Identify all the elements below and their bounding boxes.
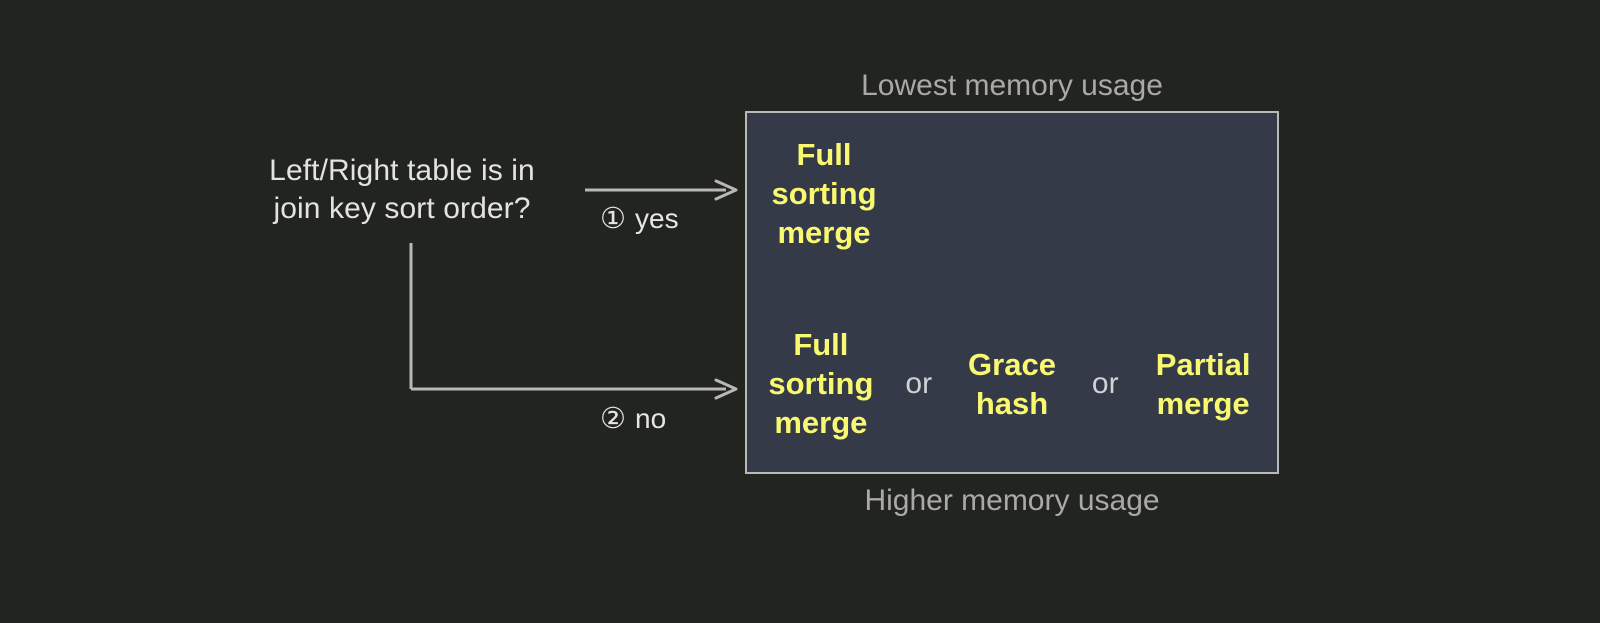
option-partial-merge: Partial merge [1155,346,1251,421]
conjunction-or-1: or [905,366,933,400]
branch-marker-1: ① [600,203,626,235]
option-full-sorting-merge: Full sorting merge [768,327,874,440]
caption-higher-memory: Higher memory usage [864,484,1160,517]
results-panel: Full sorting merge Full sorting merge or… [745,111,1279,474]
option-grace-hash: Grace hash [968,346,1056,421]
caption-lowest-memory: Lowest memory usage [861,69,1163,102]
branch-marker-2: ② [600,403,626,435]
yes-arrowhead-icon [714,179,738,201]
branch-label-no: ② no [600,403,666,435]
branch-text-no: no [635,403,667,434]
branch-label-yes: ① yes [600,203,679,235]
option-full-sorting-merge-sorted: Full sorting merge [771,137,877,250]
decision-question: Left/Right table is in join key sort ord… [269,154,535,225]
unsorted-result-row: Full sorting merge or Grace hash or Part… [747,325,1277,442]
no-arrowhead-icon [714,378,738,400]
branch-text-yes: yes [635,203,679,234]
sorted-result-row: Full sorting merge [747,135,1283,252]
conjunction-or-2: or [1091,366,1119,400]
